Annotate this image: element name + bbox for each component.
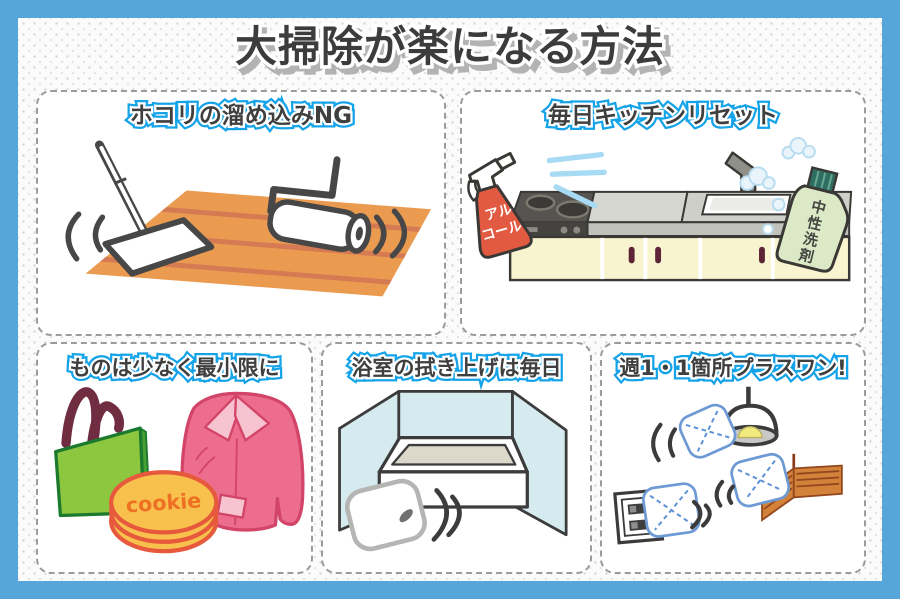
cookie-tin-icon: cookie [108, 470, 218, 554]
bathroom-illustration [337, 390, 568, 552]
motion-lines [651, 422, 736, 530]
cabinets [508, 235, 851, 282]
panel-weekly-title: 週1・1箇所プラスワン! 週1・1箇所プラスワン! 週1・1箇所プラスワン! [615, 352, 851, 383]
panel-bathroom: 浴室の拭き上げは毎日 浴室の拭き上げは毎日 浴室の拭き上げは毎日 [321, 342, 592, 574]
svg-text:中: 中 [809, 197, 828, 218]
spray-bottle-icon: アル コール [467, 151, 533, 259]
page-title-outline: 大掃除が楽になる方法 [231, 21, 667, 72]
page-background: 大掃除が楽になる方法 大掃除が楽になる方法 大掃除が楽になる方法 ホコリの溜め込… [18, 18, 882, 581]
bathtub-cover [390, 443, 516, 466]
panel-kitchen-title: 毎日キッチンリセット 毎日キッチンリセット 毎日キッチンリセット [544, 99, 783, 132]
cleaning-cloth-icon [344, 478, 427, 552]
svg-text:性: 性 [805, 213, 824, 234]
svg-text:cookie: cookie [125, 488, 202, 517]
kitchen-illustration: アル コール 中 [467, 136, 853, 282]
panel-minimal-title: ものは少なく最小限に ものは少なく最小限に ものは少なく最小限に [65, 352, 284, 383]
panel-dust-title: ホコリの溜め込みNG ホコリの溜め込みNG ホコリの溜め込みNG [125, 99, 356, 132]
cleaning-wipe-icon [678, 403, 737, 459]
svg-text:洗: 洗 [801, 229, 820, 250]
page-title-shadow: 大掃除が楽になる方法 [236, 27, 672, 78]
svg-text:アル: アル [483, 201, 514, 224]
svg-text:剤: 剤 [796, 245, 816, 266]
motion-lines [431, 488, 462, 542]
floor-wiper-icon [94, 140, 215, 277]
lint-roller-icon [267, 156, 372, 254]
dust-illustration [65, 140, 432, 297]
cleaning-wipe-icon [642, 482, 701, 538]
foam-bubbles [739, 136, 816, 235]
kitchen-counter [508, 190, 853, 282]
panel-bathroom-title: 浴室の拭き上げは毎日 浴室の拭き上げは毎日 浴室の拭き上げは毎日 [347, 352, 566, 383]
page-title-text: 大掃除が楽になる方法 [234, 22, 665, 71]
minimal-illustration: cookie [53, 387, 304, 554]
page-title: 大掃除が楽になる方法 大掃除が楽になる方法 大掃除が楽になる方法 [18, 21, 882, 78]
motion-lines [65, 208, 408, 262]
panel-weekly: 週1・1箇所プラスワン! 週1・1箇所プラスワン! 週1・1箇所プラスワン! [600, 342, 866, 574]
panel-kitchen: 毎日キッチンリセット 毎日キッチンリセット 毎日キッチンリセット [460, 90, 866, 336]
panel-dust: ホコリの溜め込みNG ホコリの溜め込みNG ホコリの溜め込みNG [36, 90, 446, 336]
panel-minimal: ものは少なく最小限に ものは少なく最小限に ものは少なく最小限に [36, 342, 313, 574]
detergent-bottle-icon: 中 性 洗 剤 [775, 166, 850, 273]
bag-handles [60, 387, 124, 462]
spray-lines [546, 151, 607, 209]
bathtub [377, 436, 529, 509]
bulb [737, 426, 763, 439]
weekly-illustration [613, 386, 843, 545]
